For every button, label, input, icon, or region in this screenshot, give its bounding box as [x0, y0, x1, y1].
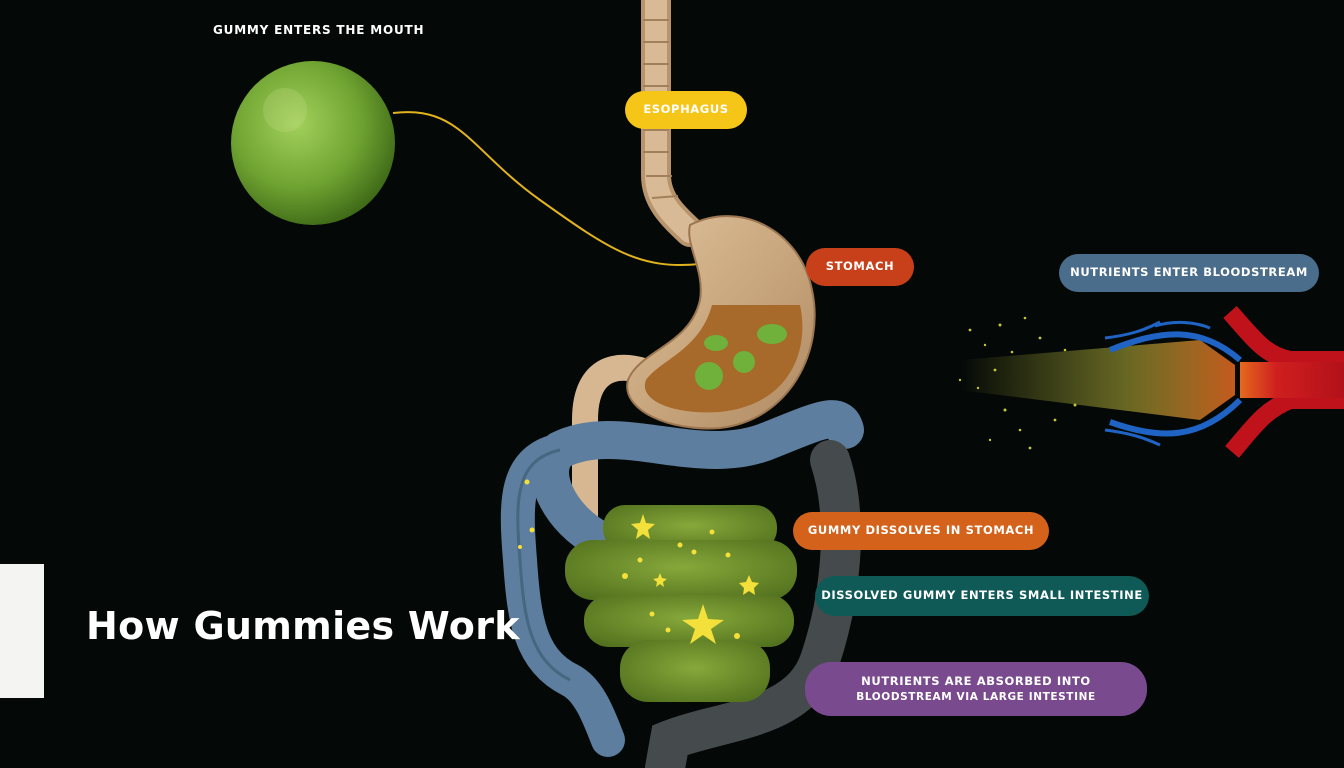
side-bar-decoration — [0, 564, 44, 698]
label-bloodstream-text: NUTRIENTS ENTER BLOODSTREAM — [1070, 265, 1308, 280]
label-dissolves: GUMMY DISSOLVES IN STOMACH — [793, 512, 1049, 550]
label-absorbed: NUTRIENTS ARE ABSORBED INTO BLOODSTREAM … — [805, 662, 1147, 716]
label-esophagus-text: ESOPHAGUS — [643, 102, 729, 117]
duodenum-tube — [572, 354, 653, 548]
small-intestine — [518, 479, 797, 702]
blood-vessels — [958, 306, 1344, 458]
connector-line — [392, 111, 701, 266]
label-small-intestine: DISSOLVED GUMMY ENTERS SMALL INTESTINE — [815, 576, 1149, 616]
label-stomach-text: STOMACH — [825, 259, 895, 274]
stomach-organ — [626, 215, 816, 430]
label-esophagus: ESOPHAGUS — [625, 91, 747, 129]
label-stomach: STOMACH — [806, 248, 914, 286]
label-bloodstream: NUTRIENTS ENTER BLOODSTREAM — [1059, 254, 1319, 292]
page-title: How Gummies Work — [86, 604, 520, 648]
label-dissolves-text: GUMMY DISSOLVES IN STOMACH — [807, 523, 1035, 538]
esophagus-tube — [641, 0, 705, 247]
gummy-candy — [231, 61, 395, 225]
label-small-intestine-text: DISSOLVED GUMMY ENTERS SMALL INTESTINE — [821, 588, 1143, 603]
label-absorbed-line2: BLOODSTREAM VIA LARGE INTESTINE — [856, 690, 1096, 703]
label-mouth: GUMMY ENTERS THE MOUTH — [213, 23, 425, 37]
label-absorbed-line1: NUTRIENTS ARE ABSORBED INTO — [861, 674, 1091, 689]
large-intestine — [500, 400, 864, 757]
